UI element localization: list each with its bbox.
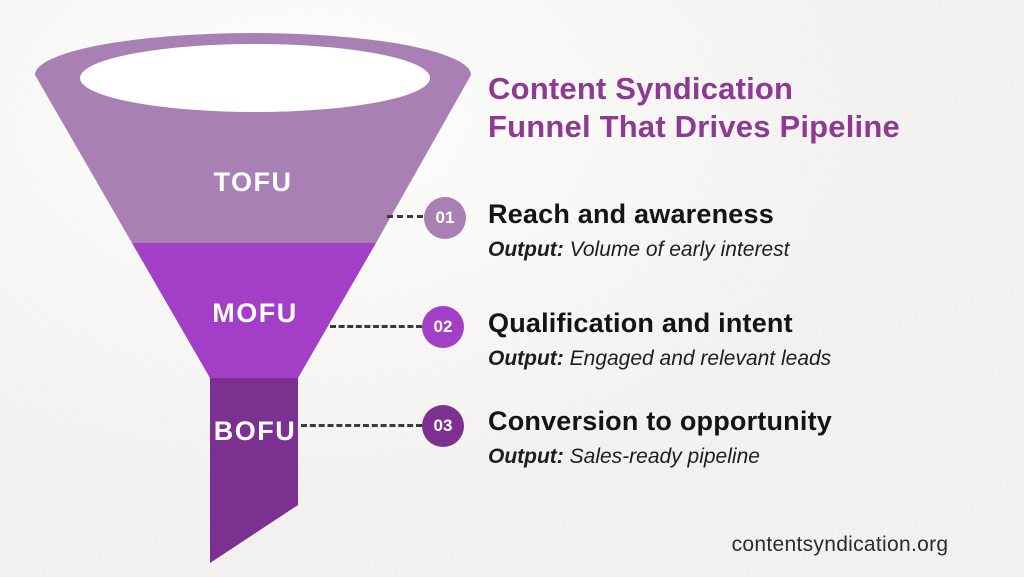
step-output-text-2: Engaged and relevant leads — [569, 347, 832, 370]
step-output-label-2: Output: — [488, 347, 564, 370]
connector-line-3 — [301, 424, 422, 427]
funnel-label-tofu: TOFU — [213, 167, 293, 197]
page-title-line-2: Funnel That Drives Pipeline — [488, 109, 900, 144]
step-title-2: Qualification and intent — [488, 308, 793, 338]
step-item-1: Reach and awareness Output: Volume of ea… — [488, 199, 789, 262]
funnel-stage-mofu-shape — [132, 243, 376, 378]
step-title-3: Conversion to opportunity — [488, 406, 832, 436]
step-item-3: Conversion to opportunity Output: Sales-… — [488, 406, 832, 469]
step-output-label-1: Output: — [488, 238, 564, 261]
funnel-stage-bofu-shape — [210, 378, 298, 563]
step-item-2: Qualification and intent Output: Engaged… — [488, 308, 831, 371]
page-title: Content Syndication Funnel That Drives P… — [488, 70, 900, 146]
step-number-badge-3: 03 — [422, 405, 464, 447]
funnel-graphic — [35, 33, 471, 563]
step-output-3: Output: Sales-ready pipeline — [488, 445, 832, 469]
step-number-badge-2: 02 — [422, 306, 464, 348]
step-output-2: Output: Engaged and relevant leads — [488, 347, 831, 371]
connector-line-2 — [330, 325, 422, 328]
page-title-line-1: Content Syndication — [488, 71, 794, 106]
step-number-badge-1: 01 — [424, 197, 466, 239]
step-output-text-3: Sales-ready pipeline — [569, 445, 760, 468]
step-title-1: Reach and awareness — [488, 199, 774, 229]
step-output-label-3: Output: — [488, 445, 564, 468]
connector-line-1 — [387, 215, 423, 218]
step-output-text-1: Volume of early interest — [569, 238, 790, 261]
website-url: contentsyndication.org — [731, 533, 949, 556]
funnel-mouth-ellipse — [80, 44, 430, 112]
funnel-label-bofu: BOFU — [213, 416, 297, 446]
funnel-label-mofu: MOFU — [212, 298, 298, 328]
step-output-1: Output: Volume of early interest — [488, 238, 789, 262]
